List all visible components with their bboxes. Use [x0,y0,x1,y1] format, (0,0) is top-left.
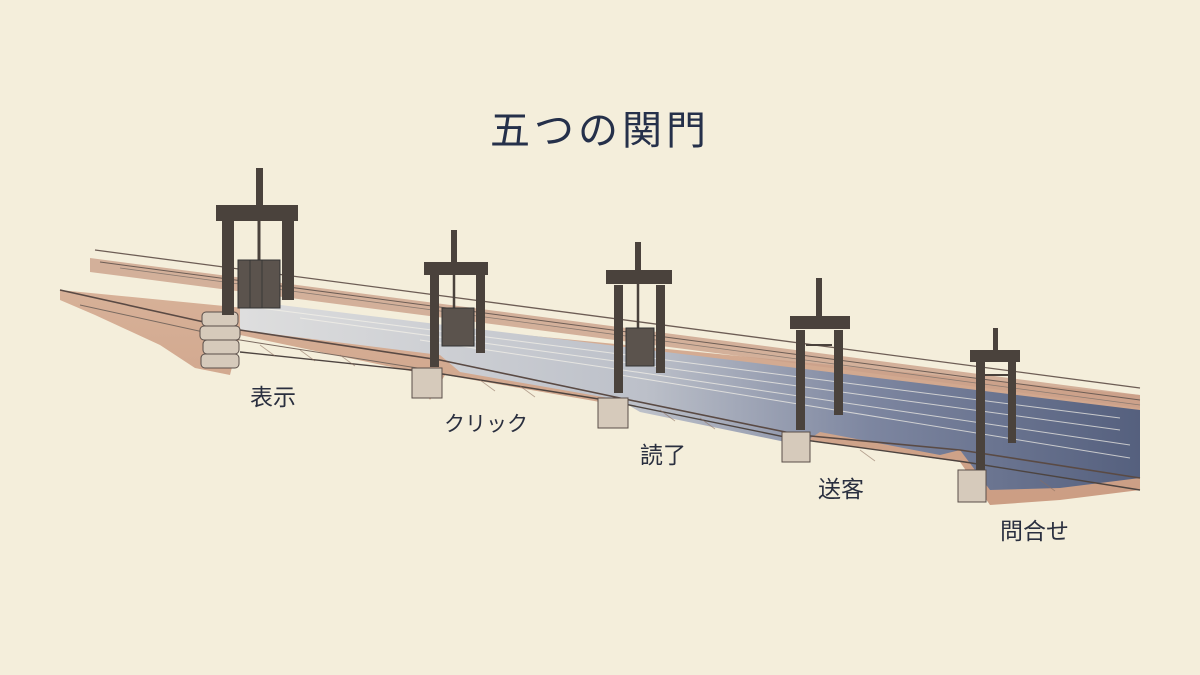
gate-label-display: 表示 [250,385,296,411]
gate-label-referral: 送客 [818,477,864,503]
page-title: 五つの関門 [490,108,710,154]
water-channel [240,300,1140,490]
sluice-gate-3 [597,242,672,429]
sluice-gate-4 [781,278,850,463]
gate-label-click: クリック [444,412,528,436]
gate-label-inquiry: 問合せ [1000,519,1069,545]
stone-wall [199,311,241,369]
gate-label-read: 読了 [640,443,686,469]
sluice-gate-2 [411,230,488,399]
sluice-gate-5 [957,328,1020,503]
sluice-gate-1 [216,168,298,315]
